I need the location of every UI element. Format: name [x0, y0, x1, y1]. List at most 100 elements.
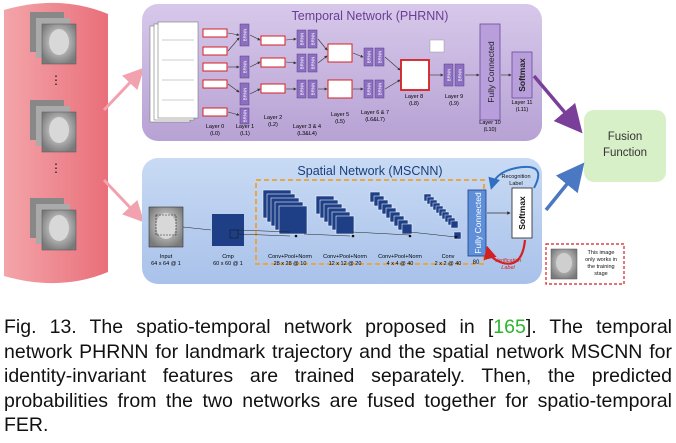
spatio-temporal-diagram: ⋮ ⋮ Temporal Network (PHRNN) — [4, 2, 666, 285]
face-sequence-strip: ⋮ ⋮ — [4, 2, 108, 284]
temporal-layer-name: Layer 1 — [236, 124, 254, 130]
fusion-label-line1: Fusion — [608, 131, 643, 143]
layer0-part-boxes — [202, 28, 228, 117]
brnn-column-l3: BRNN BRNN BRNN BRNN BRNN BRNN — [296, 29, 318, 99]
fusion-function-box: Fusion Function — [584, 110, 666, 182]
landmark-sheets-stack — [149, 21, 199, 123]
brnn-label: BRNN — [367, 83, 372, 96]
temporal-layer-id: (L3&L4) — [297, 131, 317, 137]
temporal-layer-name: Layer 9 — [445, 94, 463, 100]
spatial-network-panel: Spatial Network (MSCNN) — [142, 158, 542, 284]
temporal-network-panel: Temporal Network (PHRNN) BRNNBRNNBRNNBRN… — [142, 4, 542, 141]
spatial-stage-dims: 2 x 2 @ 40 — [435, 261, 462, 267]
temporal-layer-name: Layer 3 & 4 — [293, 124, 321, 130]
brnn-label: BRNN — [300, 33, 305, 46]
face-image — [30, 198, 77, 251]
brnn-label: BRNN — [243, 110, 248, 123]
temporal-layer-id: (L1) — [240, 131, 250, 137]
layer2-boxes — [260, 35, 286, 94]
brnn-column-l6: BRNN BRNN BRNN BRNN — [363, 47, 385, 99]
layer8-sample — [429, 39, 445, 53]
temporal-softmax-box — [511, 51, 533, 99]
temporal-layer-id: (L10) — [484, 127, 497, 133]
temporal-layer-name: Layer 11 — [512, 100, 533, 106]
spatial-fc-size: 80 — [473, 260, 480, 266]
spatial-stage-dims: 28 x 28 @ 10 — [274, 261, 307, 267]
spatial-stage-name: Cmp — [222, 254, 234, 260]
caption-suffix: ]. The temporal network PHRNN for landma… — [4, 316, 672, 436]
spatial-to-fusion-arrow — [544, 162, 585, 212]
svg-text:⋮: ⋮ — [50, 161, 62, 175]
temporal-layer-id: (L0) — [210, 131, 220, 137]
brnn-label: BRNN — [447, 69, 452, 82]
note-line1: This image — [588, 250, 615, 256]
temporal-layer-name: Layer 0 — [206, 124, 224, 130]
face-image — [30, 12, 77, 65]
recognition-label-line1: Recognition — [501, 174, 530, 180]
conv-stack-1 — [262, 189, 308, 235]
temporal-layer-name: Layer 6 & 7 — [361, 110, 389, 116]
temporal-network-title: Temporal Network (PHRNN) — [292, 9, 449, 23]
caption-prefix: Fig. 13. The spatio-temporal network pro… — [4, 316, 494, 338]
verification-arrow — [483, 239, 527, 265]
note-line2: only works in — [585, 257, 617, 263]
brnn-label: BRNN — [243, 88, 248, 101]
temporal-softmax-label: Softmax — [517, 58, 527, 92]
temporal-layer-id: (L9) — [449, 101, 459, 107]
note-line4: stage — [594, 271, 607, 277]
conv-stack-2 — [315, 195, 355, 235]
verification-label-line1: Verification — [494, 258, 521, 264]
brnn-label: BRNN — [458, 69, 463, 82]
temporal-layer-id: (L5) — [335, 119, 345, 125]
spatial-network-title: Spatial Network (MSCNN) — [297, 164, 442, 178]
caption-reference-link[interactable]: 165 — [493, 316, 526, 338]
input-face — [148, 206, 184, 248]
brnn-label: BRNN — [300, 83, 305, 96]
brnn-label: BRNN — [378, 83, 383, 96]
spatial-stage-name: Input — [160, 254, 173, 260]
cnn-dashed-region — [255, 179, 485, 265]
brnn-label: BRNN — [311, 57, 316, 70]
training-note-box: This image only works in the training st… — [545, 243, 625, 285]
spatial-stage-dims: 60 x 60 @ 1 — [213, 261, 243, 267]
temporal-to-fusion-arrow — [532, 74, 583, 134]
face-image — [30, 100, 77, 153]
svg-text:⋮: ⋮ — [50, 73, 62, 87]
brnn-label: BRNN — [311, 83, 316, 96]
brnn-label: BRNN — [378, 51, 383, 64]
figure-caption: Fig. 13. The spatio-temporal network pro… — [4, 315, 672, 438]
spatial-stage-name: Conv+Pool+Norm — [268, 254, 312, 260]
brnn-label: BRNN — [311, 33, 316, 46]
spatial-stage-dims: 64 x 64 @ 1 — [151, 261, 181, 267]
spatial-stage-name: Conv+Pool+Norm — [378, 254, 422, 260]
pink-arrow-spatial — [102, 178, 145, 223]
temporal-layer-name: Layer 5 — [331, 112, 349, 118]
brnn-column-l1: BRNN BRNN BRNN BRNN — [239, 23, 250, 125]
temporal-layer-id: (L6&L7) — [365, 117, 385, 123]
conv-stack-3 — [369, 191, 413, 235]
temporal-layer-name: Layer 8 — [405, 94, 423, 100]
brnn-label: BRNN — [243, 29, 248, 42]
spatial-fc-box — [467, 189, 487, 257]
fusion-label-line2: Function — [603, 147, 647, 159]
temporal-layer-id: (L8) — [409, 101, 419, 107]
brnn-label: BRNN — [243, 61, 248, 74]
brnn-label: BRNN — [300, 57, 305, 70]
temporal-fc-box — [479, 23, 501, 121]
spatial-softmax-box — [511, 187, 533, 239]
recognition-label-line2: Label — [509, 181, 522, 187]
temporal-layer-id: (L2) — [268, 122, 278, 128]
spatial-softmax-label: Softmax — [517, 196, 527, 230]
spatial-stage-name: Conv — [442, 254, 455, 260]
layer5-boxes — [327, 43, 353, 99]
note-line3: the training — [587, 264, 614, 270]
spatial-stage-dims: 4 x 4 @ 40 — [387, 261, 414, 267]
temporal-layer-name: Layer 2 — [264, 115, 282, 121]
layer8-box — [400, 59, 430, 91]
spatial-stage-name: Conv+Pool+Norm — [323, 254, 367, 260]
brnn-label: BRNN — [367, 51, 372, 64]
brnn-column-l9: BRNN BRNN — [443, 63, 465, 87]
spatial-stage-dims: 12 x 12 @ 20 — [329, 261, 362, 267]
temporal-layer-name: Layer 10 — [479, 120, 500, 126]
spatial-fc-label: Fully Connected — [473, 192, 483, 254]
